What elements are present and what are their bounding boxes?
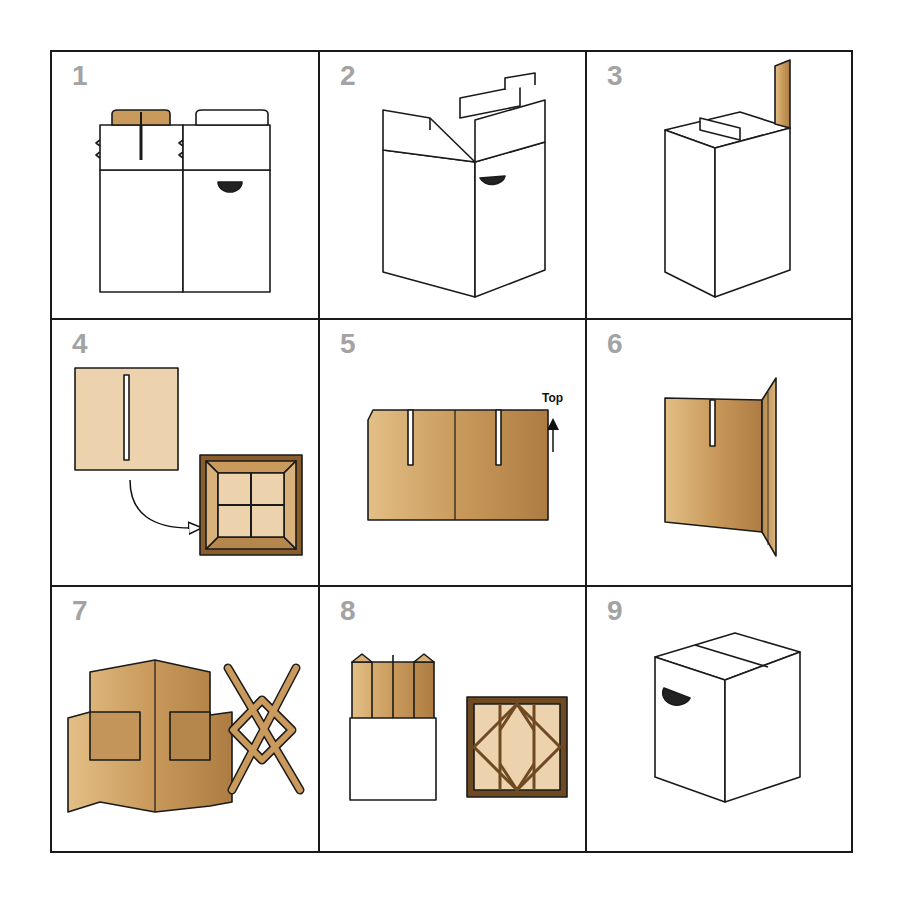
step-panel: 4 (50, 318, 320, 587)
step-panel: 1 (50, 50, 320, 320)
step-number: 9 (607, 597, 623, 625)
step-number: 6 (607, 330, 623, 358)
step-panel: 2 (318, 50, 587, 320)
step-panel: 9 (585, 585, 853, 853)
step-number: 4 (72, 330, 88, 358)
step-number: 2 (340, 62, 356, 90)
step-panel: 5 (318, 318, 587, 587)
step-panel: 8 (318, 585, 587, 853)
step-panel: 7 (50, 585, 320, 853)
step-number: 8 (340, 597, 356, 625)
step-number: 1 (72, 62, 88, 90)
step-panel: 3 (585, 50, 853, 320)
step-number: 3 (607, 62, 623, 90)
step-panel: 6 (585, 318, 853, 587)
step-number: 5 (340, 330, 356, 358)
step-number: 7 (72, 597, 88, 625)
orientation-label: Top (542, 392, 563, 404)
